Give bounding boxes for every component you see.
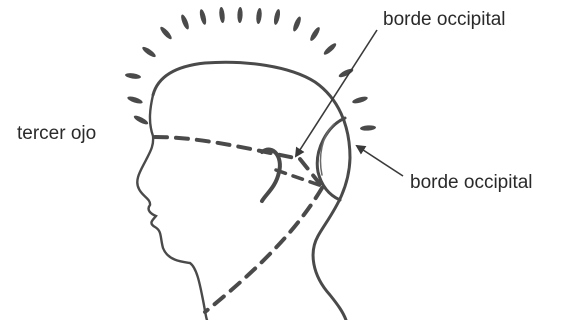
crown-ray <box>133 114 150 126</box>
occipital-ridge-shade <box>321 124 335 175</box>
crown-ray <box>199 9 208 26</box>
crown-ray <box>322 42 337 57</box>
crown-ray <box>237 7 243 23</box>
crown-ray <box>292 16 303 33</box>
crown-ray <box>159 25 174 40</box>
label-third-eye: tercer ojo <box>17 124 96 143</box>
arrow-occipital-top <box>296 30 377 156</box>
ear <box>262 150 280 201</box>
crown-rays <box>125 7 376 131</box>
label-occipital-border-top: borde occipital <box>383 10 506 29</box>
energy-lines <box>155 137 322 312</box>
crown-ray <box>141 45 157 58</box>
arrow-occipital-right <box>357 146 403 176</box>
crown-ray <box>309 26 322 42</box>
crown-ray <box>352 95 369 104</box>
face-profile <box>137 95 207 320</box>
crown-ray <box>125 72 142 79</box>
throat-line <box>205 188 322 312</box>
crown-ray <box>273 9 281 26</box>
crown-ray <box>360 125 376 131</box>
crown-ray <box>256 8 263 24</box>
crown-ray <box>127 95 144 105</box>
crown-ray <box>180 14 191 31</box>
label-occipital-border-right: borde occipital <box>410 173 533 192</box>
crown-ray <box>219 7 226 23</box>
